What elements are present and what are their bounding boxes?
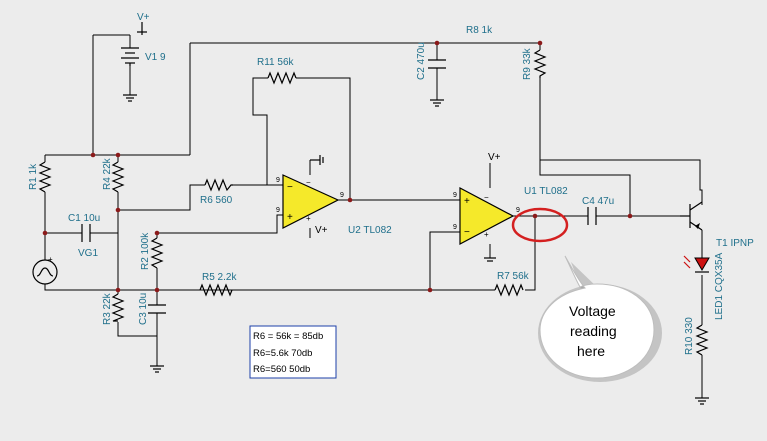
label-r5: R5 2.2k <box>202 272 237 283</box>
v1-battery <box>121 47 139 66</box>
component-labels: V+ V1 9 R8 1k C2 470u R9 33k R11 56k R1 … <box>28 12 754 355</box>
pin-u1-plus: 9 <box>453 224 457 231</box>
ground-symbols <box>123 94 709 405</box>
capacitors <box>81 59 597 314</box>
label-r11: R11 56k <box>257 57 295 68</box>
led1 <box>683 255 710 273</box>
callout-line-3: here <box>577 343 605 359</box>
svg-text:+: + <box>287 212 293 223</box>
vg1-source: + <box>32 255 58 285</box>
resistors <box>38 49 709 356</box>
label-v1: V1 9 <box>145 52 166 63</box>
svg-text:+: + <box>484 230 489 239</box>
svg-text:+: + <box>306 214 311 223</box>
label-c3: C3 10u <box>138 293 149 325</box>
label-r2: R2 100k <box>140 232 151 270</box>
label-r8: R8 1k <box>466 25 493 36</box>
label-c1: C1 10u <box>68 213 100 224</box>
callout-line-2: reading <box>570 323 617 339</box>
junctions <box>42 40 633 293</box>
label-vplus-top: V+ <box>137 12 150 23</box>
highlight-ring <box>511 207 569 243</box>
label-c4: C4 47u <box>582 196 614 207</box>
note-line-1: R6 = 56k = 85db <box>253 331 323 342</box>
pin-u1-out: 9 <box>516 207 520 214</box>
pin-u2-minus: 9 <box>276 177 280 184</box>
label-r10: R10 330 <box>684 317 695 355</box>
label-u2: U2 TL082 <box>348 225 392 236</box>
note-line-2: R6=5.6k 70db <box>253 348 312 359</box>
label-t1: T1 IPNP <box>716 238 754 249</box>
pin-u2-plus: 9 <box>276 207 280 214</box>
voltage-callout: Voltage reading here <box>538 255 662 382</box>
opamp-u1: + − − + <box>459 187 515 245</box>
label-r6: R6 560 <box>200 195 233 206</box>
note-line-3: R6=560 50db <box>253 364 310 375</box>
label-c2: C2 470u <box>416 42 427 80</box>
label-vg1: VG1 <box>78 248 98 259</box>
label-r9: R9 33k <box>522 47 533 80</box>
label-r1: R1 1k <box>28 163 39 190</box>
callout-line-1: Voltage <box>569 303 616 319</box>
label-r7: R7 56k <box>497 271 530 282</box>
label-vplus-u2: V+ <box>315 225 328 236</box>
label-r3: R3 22k <box>102 292 113 325</box>
transistor-t1 <box>680 201 703 231</box>
label-r4: R4 22k <box>102 157 113 190</box>
label-u1: U1 TL082 <box>524 186 568 197</box>
svg-text:+: + <box>48 255 53 264</box>
svg-text:−: − <box>464 227 470 238</box>
svg-text:−: − <box>306 178 311 187</box>
gain-note-box: R6 = 56k = 85db R6=5.6k 70db R6=560 50db <box>249 325 337 379</box>
pin-numbers: 9 9 9 9 9 9 <box>276 177 520 231</box>
vplus-arrow-top <box>137 22 147 35</box>
opamp-u2: − + − + <box>282 174 340 229</box>
pin-u1-minus: 9 <box>453 192 457 199</box>
svg-text:+: + <box>464 196 470 207</box>
pin-u2-out: 9 <box>340 192 344 199</box>
svg-text:−: − <box>484 193 489 202</box>
svg-text:−: − <box>287 182 293 193</box>
wires <box>44 34 703 398</box>
label-led1: LED1 CQX35A <box>714 252 725 320</box>
label-vplus-u1: V+ <box>488 152 501 163</box>
